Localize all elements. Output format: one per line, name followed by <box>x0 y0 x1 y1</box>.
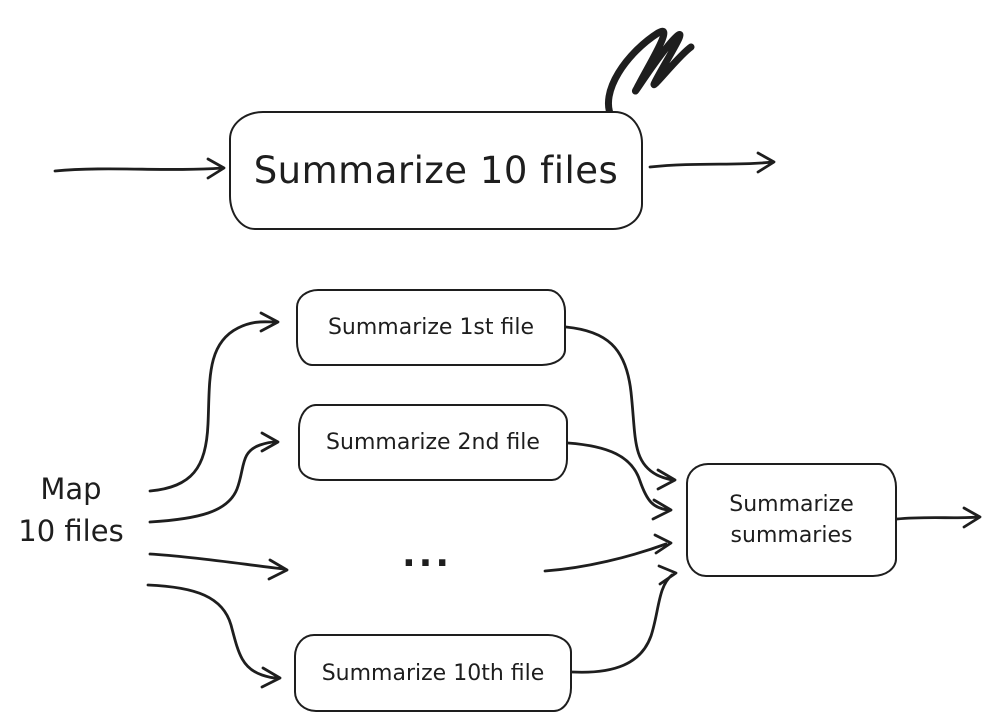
node-summarize-10-files: Summarize 10 files <box>229 111 643 230</box>
arrow-map-to-ellipsis <box>148 552 289 581</box>
arrow-into-top-node <box>53 157 226 180</box>
node-summarize-summaries: Summarize summaries <box>686 463 897 577</box>
map-side-label-line1: Map <box>40 472 102 506</box>
node-summarize-10th-file-label: Summarize 10th file <box>321 660 545 686</box>
node-summarize-summaries-label: Summarize summaries <box>729 489 854 551</box>
arrow-10th-file-to-reduce <box>570 564 678 674</box>
node-summarize-2nd-file-label: Summarize 2nd file <box>326 430 540 455</box>
arrow-map-to-2nd-file <box>148 431 280 524</box>
map-side-label: Map 10 files <box>6 468 136 552</box>
node-summarize-1st-file-label: Summarize 1st file <box>327 315 535 340</box>
arrow-map-to-10th-file <box>146 583 282 689</box>
arrow-out-of-top-node <box>648 151 776 174</box>
arrow-1st-file-to-reduce <box>564 325 677 491</box>
ellipsis-label: ... <box>401 534 453 575</box>
reduce-label-line1: Summarize <box>729 492 854 517</box>
node-summarize-10th-file: Summarize 10th file <box>294 634 572 712</box>
arrow-ellipsis-to-reduce <box>543 533 673 573</box>
arrow-map-to-1st-file <box>148 311 280 493</box>
node-summarize-10-files-label: Summarize 10 files <box>253 149 619 192</box>
map-side-label-line2: 10 files <box>18 514 124 548</box>
arrow-2nd-file-to-reduce <box>566 441 673 521</box>
scribble-mark <box>604 27 695 122</box>
reduce-label-line2: summaries <box>730 523 853 548</box>
arrow-out-of-reduce-node <box>895 506 982 529</box>
node-summarize-2nd-file: Summarize 2nd file <box>298 404 568 481</box>
node-summarize-1st-file: Summarize 1st file <box>296 289 566 366</box>
